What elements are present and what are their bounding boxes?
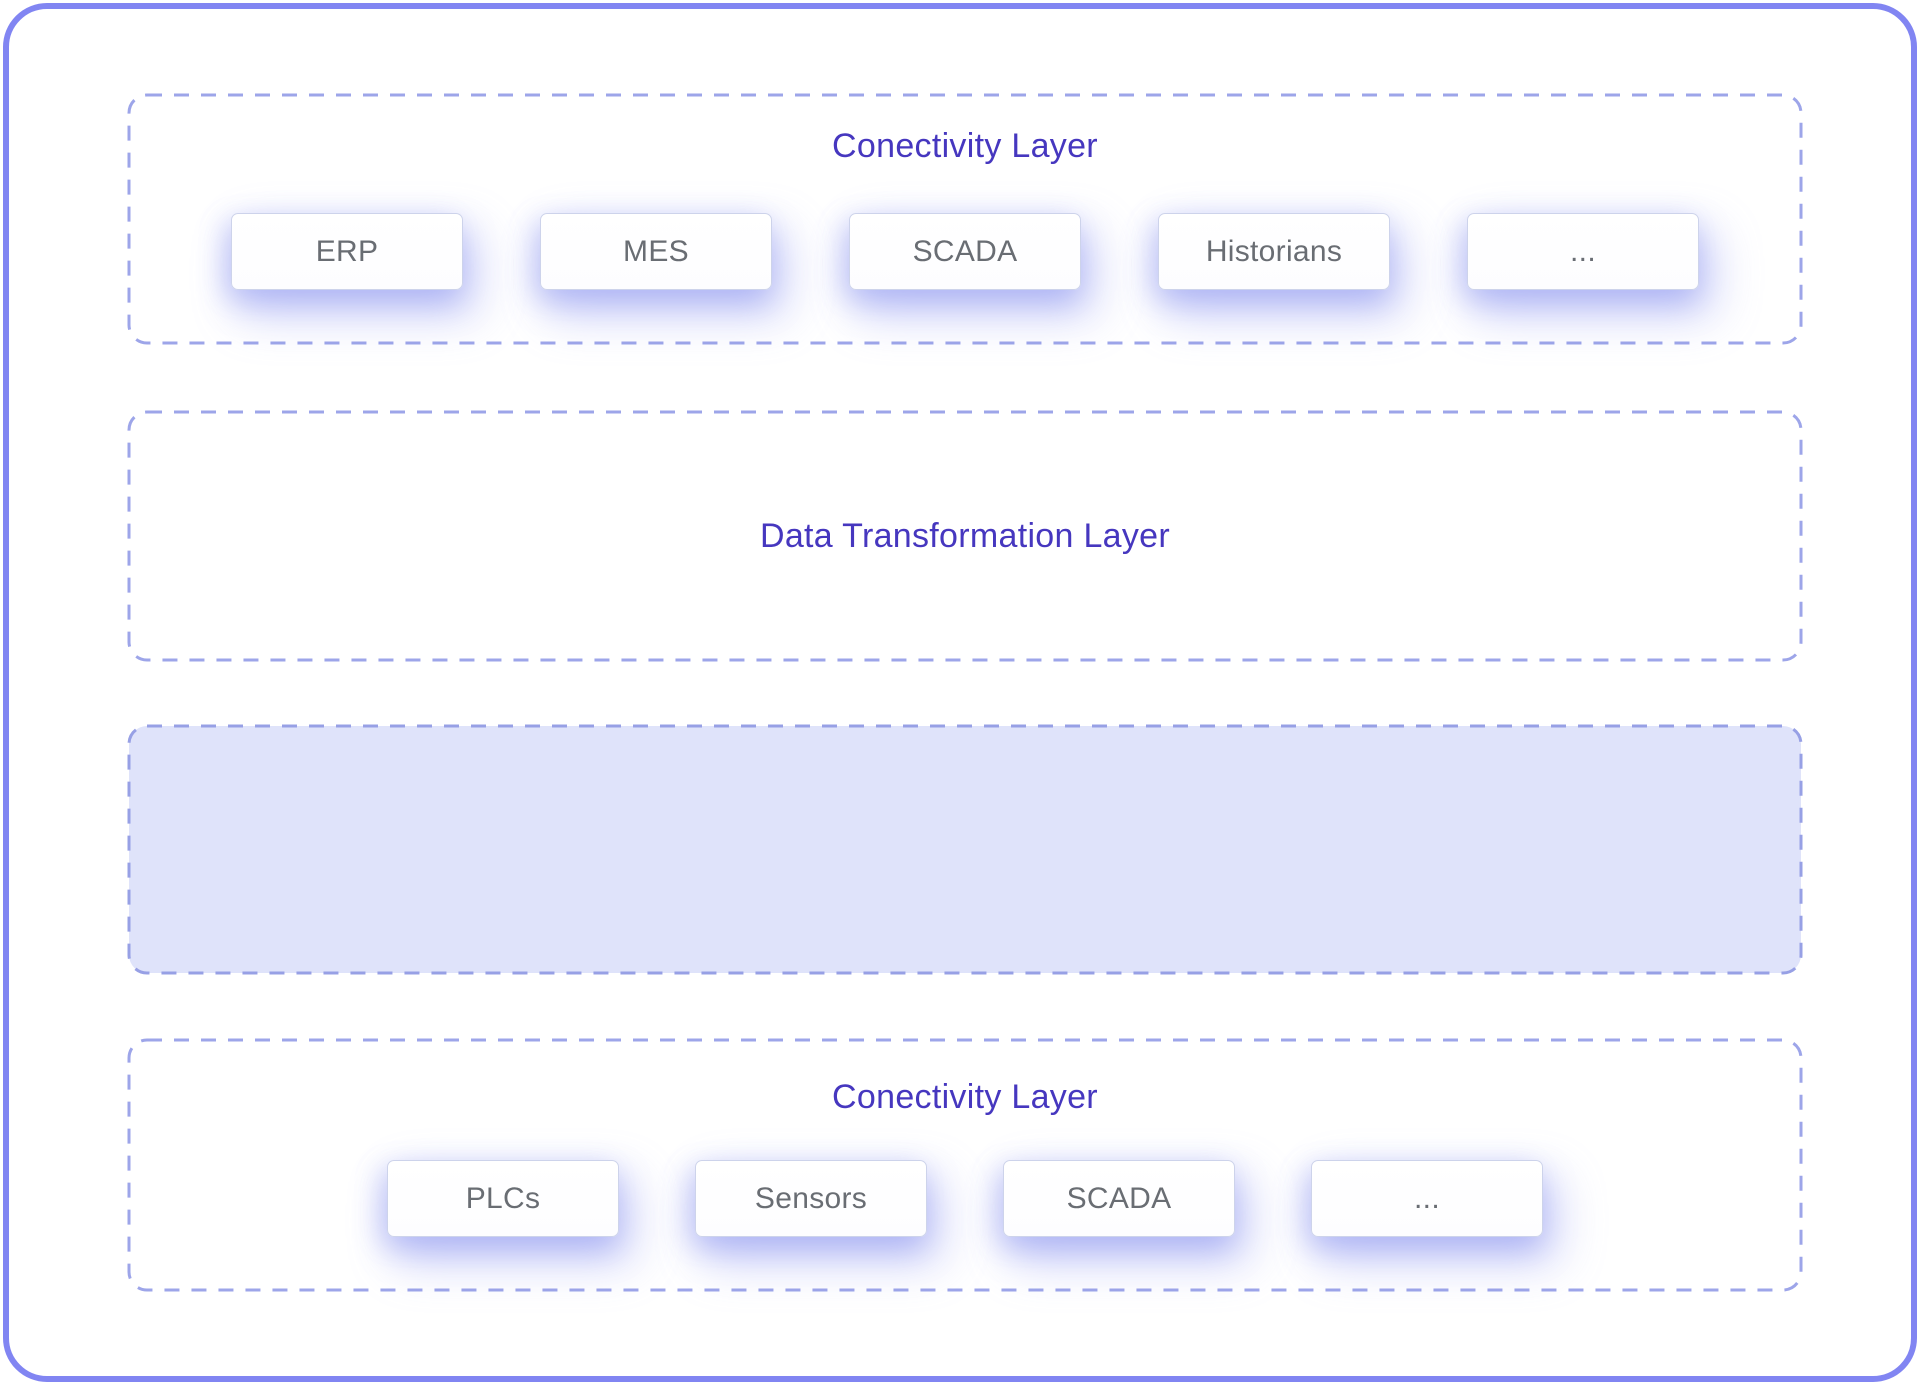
layer-connectivity-top: Conectivity Layer ERP MES SCADA Historia…: [127, 93, 1803, 345]
layer-data-transformation: Data Transformation Layer: [127, 410, 1803, 662]
node-plcs: PLCs: [387, 1160, 619, 1237]
layer-title-message-broker: Message Broker: [839, 830, 1091, 868]
node-sensors: Sensors: [695, 1160, 927, 1237]
layer-connectivity-bottom: Conectivity Layer PLCs Sensors SCADA ...: [127, 1038, 1803, 1292]
node-erp-label: ERP: [315, 234, 379, 268]
node-ellipsis-top-label: ...: [1570, 234, 1596, 268]
node-historians-label: Historians: [1205, 234, 1343, 268]
node-scada-bottom: SCADA: [1003, 1160, 1235, 1237]
node-row-top: ERP MES SCADA Historians ...: [127, 213, 1803, 290]
node-row-bottom: PLCs Sensors SCADA ...: [127, 1160, 1803, 1237]
node-ellipsis-bottom-label: ...: [1414, 1181, 1440, 1215]
node-plcs-label: PLCs: [465, 1181, 541, 1215]
node-ellipsis-bottom: ...: [1311, 1160, 1543, 1237]
node-scada-top-label: SCADA: [912, 234, 1018, 268]
node-mes: MES: [540, 213, 772, 290]
layer-title-connectivity-top: Conectivity Layer: [832, 127, 1098, 165]
node-ellipsis-top: ...: [1467, 213, 1699, 290]
node-sensors-label: Sensors: [754, 1181, 868, 1215]
layer-message-broker: Message Broker: [127, 724, 1803, 975]
layer-title-data-transformation: Data Transformation Layer: [759, 516, 1171, 555]
node-scada-bottom-label: SCADA: [1066, 1181, 1172, 1215]
node-erp: ERP: [231, 213, 463, 290]
node-mes-label: MES: [623, 234, 689, 268]
node-historians: Historians: [1158, 213, 1390, 290]
node-scada-top: SCADA: [849, 213, 1081, 290]
layer-title-connectivity-bottom: Conectivity Layer: [832, 1078, 1098, 1116]
diagram-card: Conectivity Layer ERP MES SCADA Historia…: [3, 3, 1917, 1382]
